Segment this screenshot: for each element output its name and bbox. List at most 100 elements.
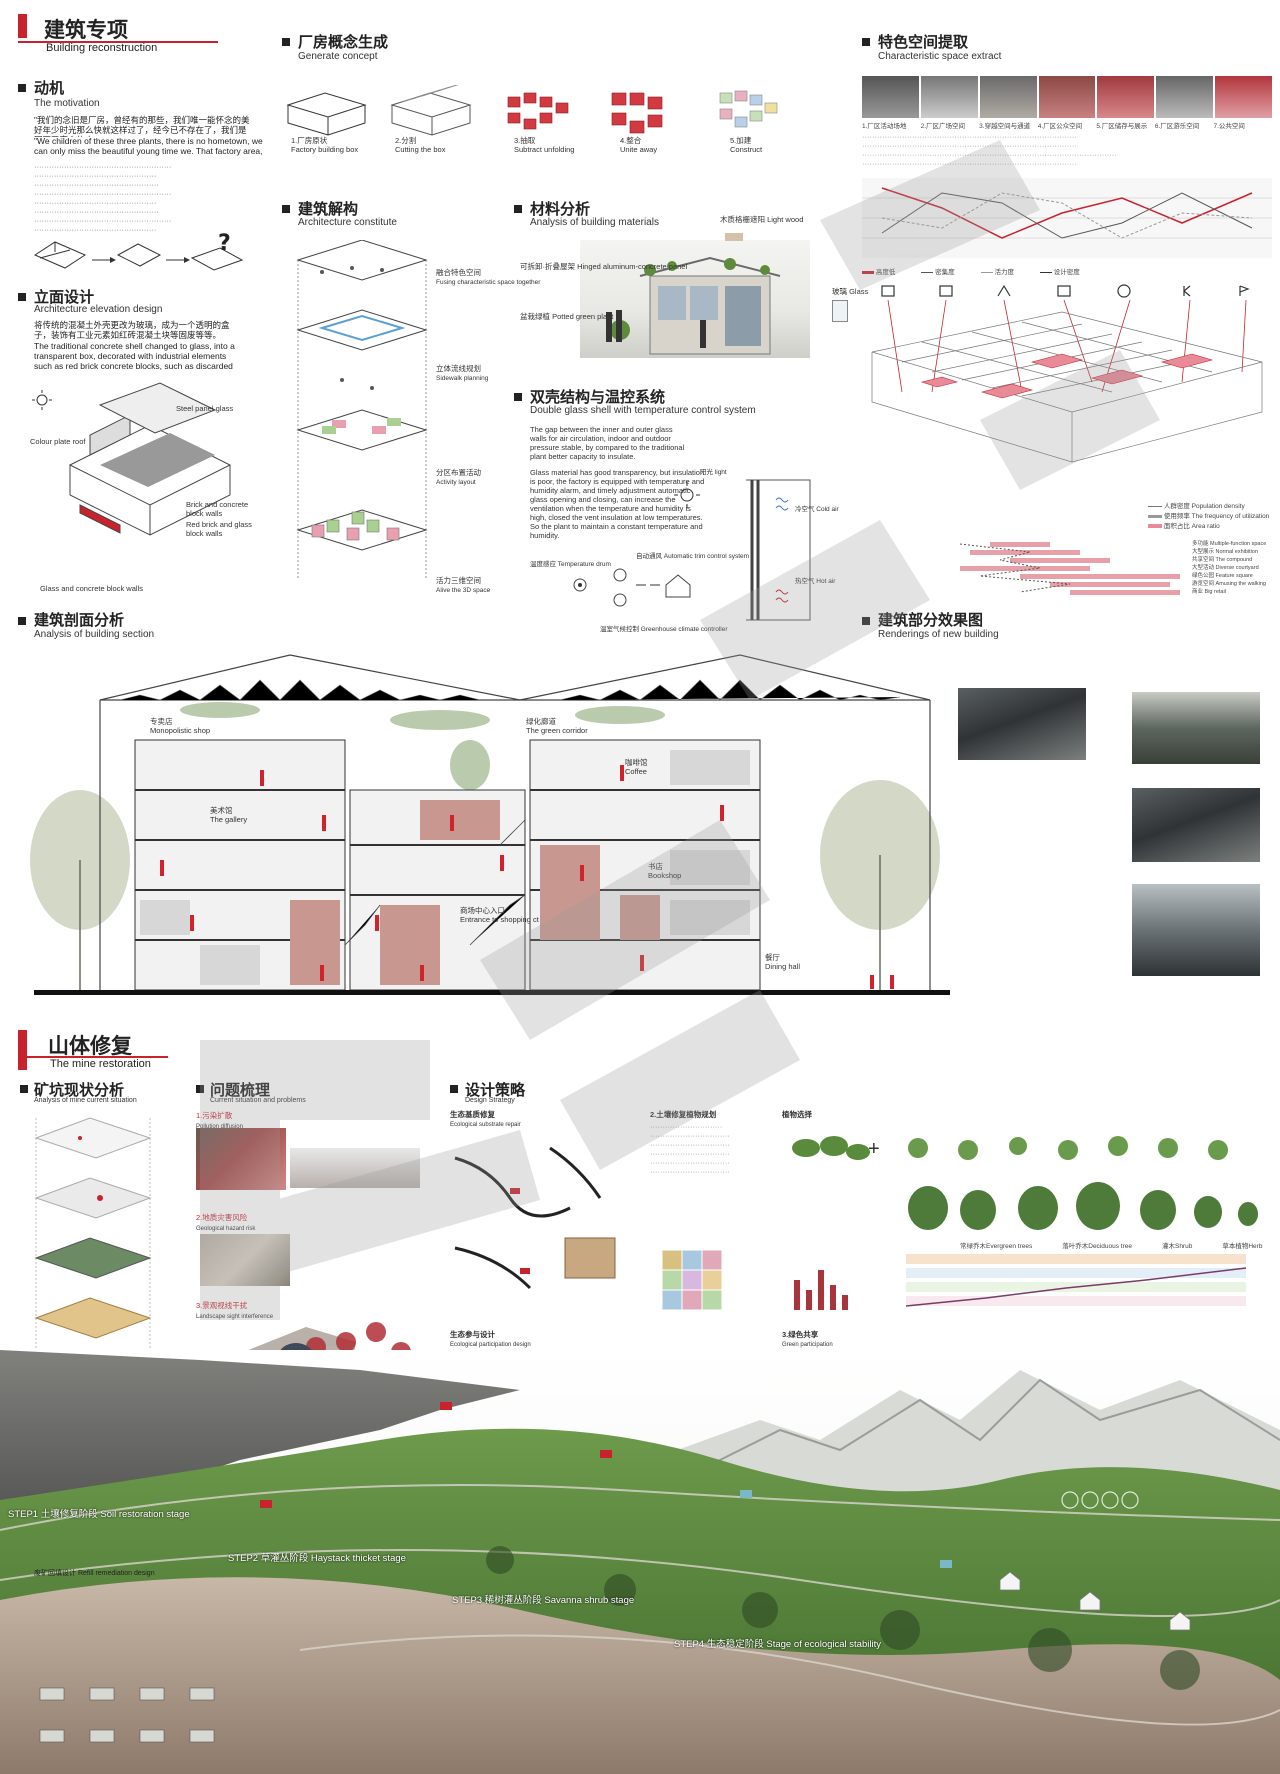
refill-design-label: 废矿回填设计 Refill remediation design xyxy=(34,1570,155,1577)
heading-marker xyxy=(282,205,290,213)
heading-marker xyxy=(18,84,26,92)
motivation-body: ········································… xyxy=(34,162,172,232)
extract-subtitle: Characteristic space extract xyxy=(878,51,1002,62)
concept-title: 厂房概念生成 xyxy=(298,33,389,51)
heading-marker xyxy=(18,617,26,625)
section-rule xyxy=(18,41,218,43)
elevation-text-cn: 将传统的混凝土外壳更改为玻璃，成为一个透明的盒子，装饰有工业元素如红砖混凝土块等… xyxy=(34,320,230,340)
extract-line-chart xyxy=(862,178,1272,258)
strategy-text: ····························· ··········… xyxy=(650,1122,730,1176)
strategy-cube xyxy=(661,1249,723,1311)
building-section-drawing xyxy=(30,654,950,995)
strategy-title: 设计策略 xyxy=(465,1081,526,1099)
heading-marker xyxy=(20,1085,28,1093)
rendering-1 xyxy=(958,688,1086,760)
glass-label: 温室气候控制 Greenhouse climate controller xyxy=(600,626,728,633)
rendering-2 xyxy=(1132,692,1260,764)
strategy-soil-diagram xyxy=(454,1146,616,1290)
materials-label: 木质格栅遮阳 Light wood xyxy=(720,215,804,224)
glass-swatch xyxy=(832,300,848,322)
elevation-label: Red brick and glass block walls xyxy=(186,520,252,538)
heading-marker xyxy=(862,617,870,625)
mine-title: 矿坑现状分析 xyxy=(34,1081,125,1099)
glass-label: 热空气 Hot air xyxy=(795,578,836,585)
glass-text-2: Glass material has good transparency, bu… xyxy=(530,468,705,540)
extract-axonometric xyxy=(871,284,1263,463)
glass-subtitle: Double glass shell with temperature cont… xyxy=(530,405,756,416)
motivation-title: 动机 xyxy=(34,79,65,97)
constitute-exploded-diagram xyxy=(296,240,428,580)
strategy-block: 2.土壤修复植物规划 xyxy=(650,1110,717,1119)
extract-bar-chart xyxy=(959,542,1180,595)
extract-captions: 1.厂区活动场地 2.厂区广场空间 3.穿越空间与通道 4.厂区公众空间 5.厂… xyxy=(862,123,1245,130)
concept-diagram xyxy=(286,85,778,136)
concept-subtitle: Generate concept xyxy=(298,51,378,62)
heading-marker xyxy=(862,38,870,46)
renderings-subtitle: Renderings of new building xyxy=(878,629,999,640)
heading-marker xyxy=(450,1085,458,1093)
elevation-label: Glass and concrete block walls xyxy=(40,584,143,593)
materials-label: 可拆卸·折叠屋架 Hinged aluminum-concrete panel xyxy=(520,262,688,271)
glass-label: 阳光 light xyxy=(700,469,727,476)
elevation-text-en: The traditional concrete shell changed t… xyxy=(34,341,235,373)
problem-2-image xyxy=(200,1234,290,1286)
mine-layer-diagram xyxy=(34,1117,152,1348)
extract-legend: 高度低 密集度 活力度 设计密度 xyxy=(862,266,1080,276)
landscape-panorama xyxy=(0,1350,1280,1774)
problem-1-image xyxy=(196,1128,286,1190)
materials-subtitle: Analysis of building materials xyxy=(530,217,659,228)
problems-subtitle: Current situation and problems xyxy=(210,1097,306,1104)
plus-icon: + xyxy=(868,1138,880,1160)
heading-marker xyxy=(18,293,26,301)
heading-marker xyxy=(196,1085,204,1093)
strategy-subtitle: Design Strategy xyxy=(465,1097,515,1104)
elevation-title: 立面设计 xyxy=(34,288,95,306)
elevation-label: Steel panel glass xyxy=(176,404,234,413)
heading-marker xyxy=(514,205,522,213)
step-2-label: STEP2 草灌丛阶段 Haystack thicket stage xyxy=(228,1553,406,1564)
section-accent-bar xyxy=(18,14,27,38)
extract-bar-labels: 多功能 Multiple-function space 大型展示 Normal … xyxy=(1192,541,1267,595)
materials-title: 材料分析 xyxy=(530,200,591,218)
materials-label: 盆栽绿植 Potted green plant xyxy=(520,312,614,321)
constitute-subtitle: Architecture constitute xyxy=(298,217,397,228)
leaf-illustration xyxy=(792,1136,870,1160)
glass-title: 双壳结构与温控系统 xyxy=(530,388,666,406)
mine-subtitle: Analysis of mine current situation xyxy=(34,1097,137,1104)
elevation-axonometric-diagram xyxy=(32,382,232,536)
section-analysis-subtitle: Analysis of building section xyxy=(34,629,155,640)
extract-photo-strip xyxy=(862,76,1273,118)
rendering-3 xyxy=(1132,788,1260,862)
motivation-subtitle: The motivation xyxy=(34,98,100,109)
plant-species-illustration xyxy=(908,1136,1258,1230)
strategy-charts xyxy=(794,1254,1247,1310)
rendering-4 xyxy=(1132,884,1260,976)
section-analysis-title: 建筑剖面分析 xyxy=(34,611,125,629)
heading-marker xyxy=(514,393,522,401)
problems-title: 问题梳理 xyxy=(210,1081,271,1099)
wood-swatch xyxy=(725,233,743,241)
motivation-sketch: ? xyxy=(33,231,244,271)
extract-legend-2: 人群密度 Population density 使用频率 The frequen… xyxy=(1148,500,1269,530)
glass-label: 冷空气 Cold air xyxy=(795,506,839,513)
step-4-label: STEP4 生态稳定阶段 Stage of ecological stabili… xyxy=(674,1639,881,1650)
elevation-label: Colour plate roof xyxy=(30,437,86,446)
